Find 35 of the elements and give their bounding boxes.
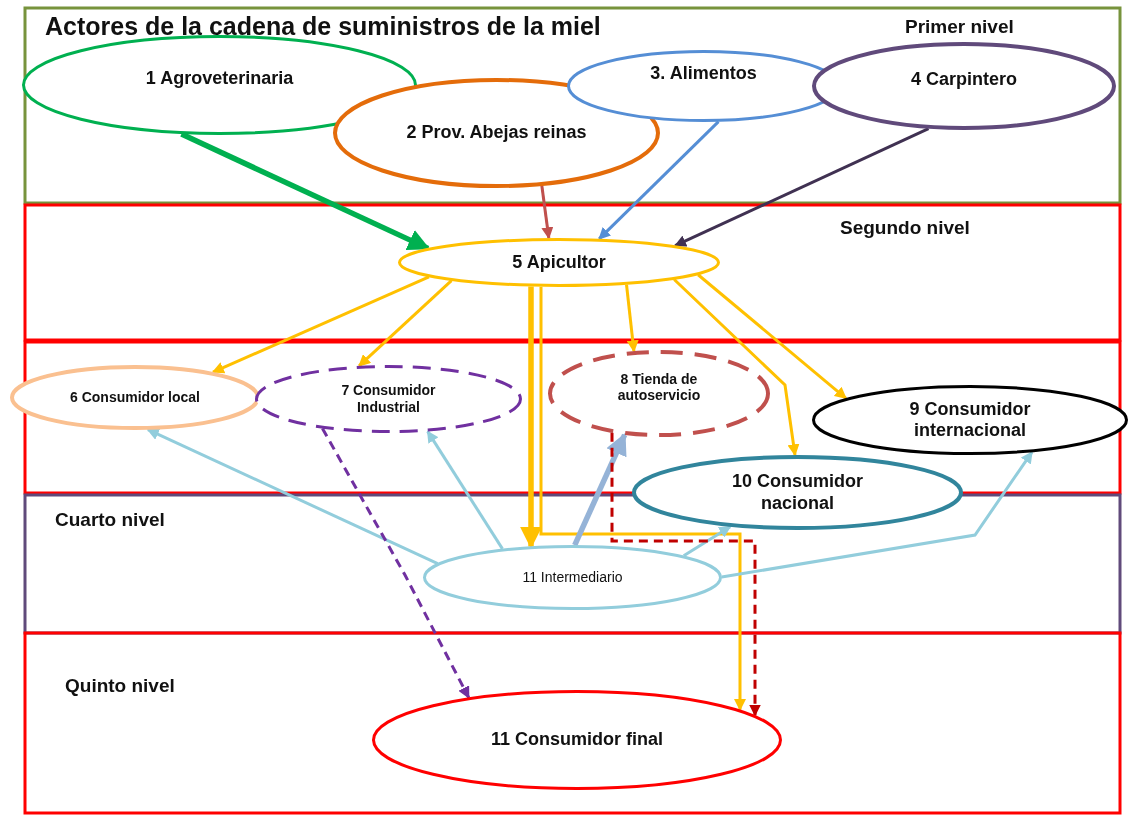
actor-label: 8 Tienda de autoservicio [616,370,702,405]
level-label: Cuarto nivel [55,509,165,532]
arrow [598,120,720,240]
actor-label: 10 Consumidor nacional [731,471,864,515]
actor-label: 5 Apicultor [511,251,607,274]
actor-label: 3. Alimentos [649,63,758,85]
arrow [674,127,930,247]
level-label: Segundo nivel [840,217,970,240]
diagram-title: Actores de la cadena de suministros de la miel [45,12,601,41]
level-label: Quinto nivel [65,675,175,698]
arrow [539,286,746,711]
arrow [697,273,847,400]
actor-label: 11 Intermediario [521,569,624,586]
arrow [721,451,1034,579]
level-label: Primer nivel [905,16,1014,39]
actor-label: 2 Prov. Abejas reinas [405,122,588,144]
arrow [673,278,800,457]
arrow [572,432,628,547]
actor-label: 11 Consumidor final [490,729,664,751]
arrow [610,432,761,717]
actor-label: 6 Consumidor local [69,389,201,406]
actor-label: 1 Agroveterinaria [144,68,295,90]
arrow [146,428,439,565]
arrow [358,279,453,367]
actor-label: 7 Consumidor Industrial [340,382,437,416]
arrow [520,286,542,549]
arrow [426,430,504,550]
actor-label: 4 Carpintero [910,69,1018,91]
arrow [625,284,639,353]
arrow [540,185,554,240]
arrow [211,275,430,374]
actor-label: 9 Consumidor internacional [908,398,1032,442]
arrow [321,427,471,699]
arrow [682,525,732,558]
arrow [180,131,431,251]
